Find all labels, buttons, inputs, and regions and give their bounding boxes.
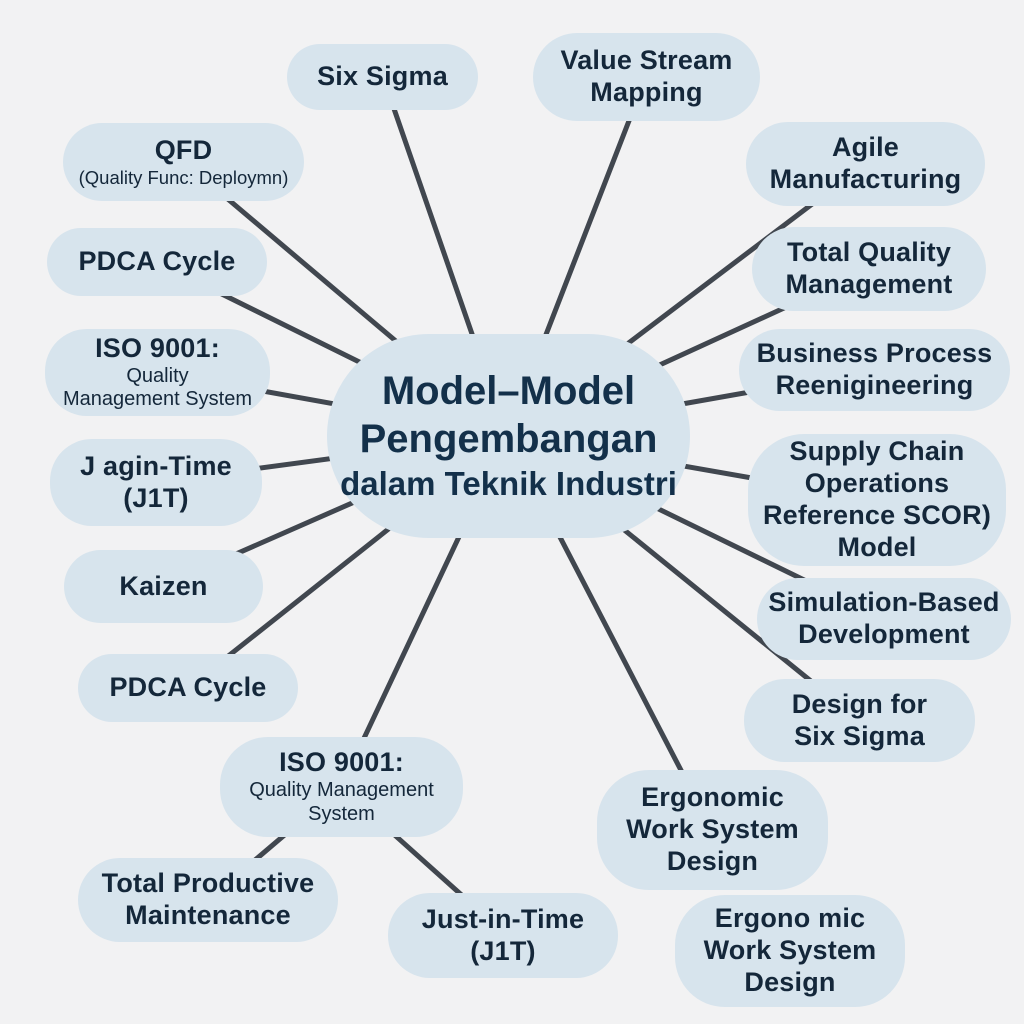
node-label: Work System — [703, 935, 877, 966]
node-label: Development — [798, 619, 970, 649]
node-label: PDCA Cycle — [78, 246, 236, 277]
node-ergonomic-work-system-design: Ergonomic Work System Design — [597, 770, 828, 890]
node-label: Design — [666, 845, 759, 876]
node-scor-model: Supply Chain Operations Reference SCOR) … — [748, 434, 1006, 566]
node-business-process-reengineering: Business Process Reenigineering — [739, 329, 1010, 411]
node-pdca-cycle-bottom: PDCA Cycle — [78, 654, 298, 722]
node-sublabel: Quality — [126, 364, 189, 387]
node-label: Reference SCOR) — [762, 500, 992, 530]
node-ergonomic-work-system-design-2: Ergono mic Work System Design — [675, 895, 905, 1007]
node-label: Design — [744, 966, 836, 997]
node-label: Management — [785, 269, 953, 299]
node-sublabel: System — [308, 802, 375, 825]
node-label: Work System — [626, 814, 799, 845]
node-label: PDCA Cycle — [109, 672, 267, 703]
node-pdca-cycle-top: PDCA Cycle — [47, 228, 267, 296]
node-label: Total Productive — [101, 868, 315, 899]
node-qfd: QFD (Quality Func: Deploymn) — [63, 123, 304, 201]
central-topic-node: Model–Model Pengembangan dalam Teknik In… — [327, 334, 690, 538]
node-simulation-based-development: Simulation-Based Development — [757, 578, 1011, 660]
node-label: Six Sigma — [317, 61, 448, 92]
node-label: ISO 9001: — [279, 747, 404, 778]
node-design-for-six-sigma: Design for Six Sigma — [744, 679, 975, 762]
node-sublabel: Management System — [63, 388, 252, 411]
node-label: Mapping — [590, 77, 703, 107]
node-total-quality-management: Total Quality Management — [752, 227, 986, 311]
node-label: Business Process — [756, 338, 993, 369]
node-label: Manufacτuring — [769, 164, 962, 194]
node-just-in-time-bottom: Just-in-Time (J1T) — [388, 893, 618, 978]
node-label: Agile — [831, 132, 899, 163]
node-sublabel: Quality Management — [249, 779, 434, 802]
node-value-stream-mapping: Value Stream Mapping — [533, 33, 760, 121]
node-sublabel: (Quality Func: Deploymn) — [78, 167, 289, 189]
node-label: Total Quality — [786, 237, 952, 268]
node-total-productive-maintenance: Total Productive Maintenance — [78, 858, 338, 942]
node-label: Kaizen — [119, 570, 208, 601]
node-label: Six Sigma — [794, 720, 925, 751]
node-label: ISO 9001: — [95, 332, 220, 363]
node-kaizen: Kaizen — [64, 550, 263, 623]
node-agile-manufacturing: Agile Manufacτuring — [746, 122, 985, 206]
central-topic-line: Model–Model — [381, 368, 636, 413]
node-label: J agin-Time — [80, 450, 232, 481]
node-label: Ergonomic — [641, 782, 784, 813]
node-label: Value Stream — [560, 45, 733, 76]
node-label: Operations — [804, 468, 950, 499]
central-topic-line: Pengembangan — [359, 416, 658, 461]
central-topic-line: dalam Teknik Industri — [340, 464, 677, 502]
node-label: (J1T) — [123, 482, 189, 513]
node-iso-9001-left: ISO 9001: Quality Management System — [45, 329, 270, 416]
node-iso-9001-bottom: ISO 9001: Quality Management System — [220, 737, 463, 837]
node-label: Design for — [791, 688, 928, 719]
node-label: Ergono mic — [714, 903, 866, 934]
node-label: Maintenance — [125, 900, 291, 930]
node-six-sigma: Six Sigma — [287, 44, 478, 110]
node-just-in-time-left: J agin-Time (J1T) — [50, 439, 262, 526]
node-label: Model — [837, 531, 917, 562]
node-label: Reenigineering — [775, 370, 974, 400]
node-label: Just-in-Time — [421, 903, 585, 934]
node-label: QFD — [154, 135, 213, 166]
node-label: Simulation-Based — [768, 587, 1000, 618]
node-label: (J1T) — [470, 935, 536, 966]
node-label: Supply Chain — [789, 436, 965, 467]
